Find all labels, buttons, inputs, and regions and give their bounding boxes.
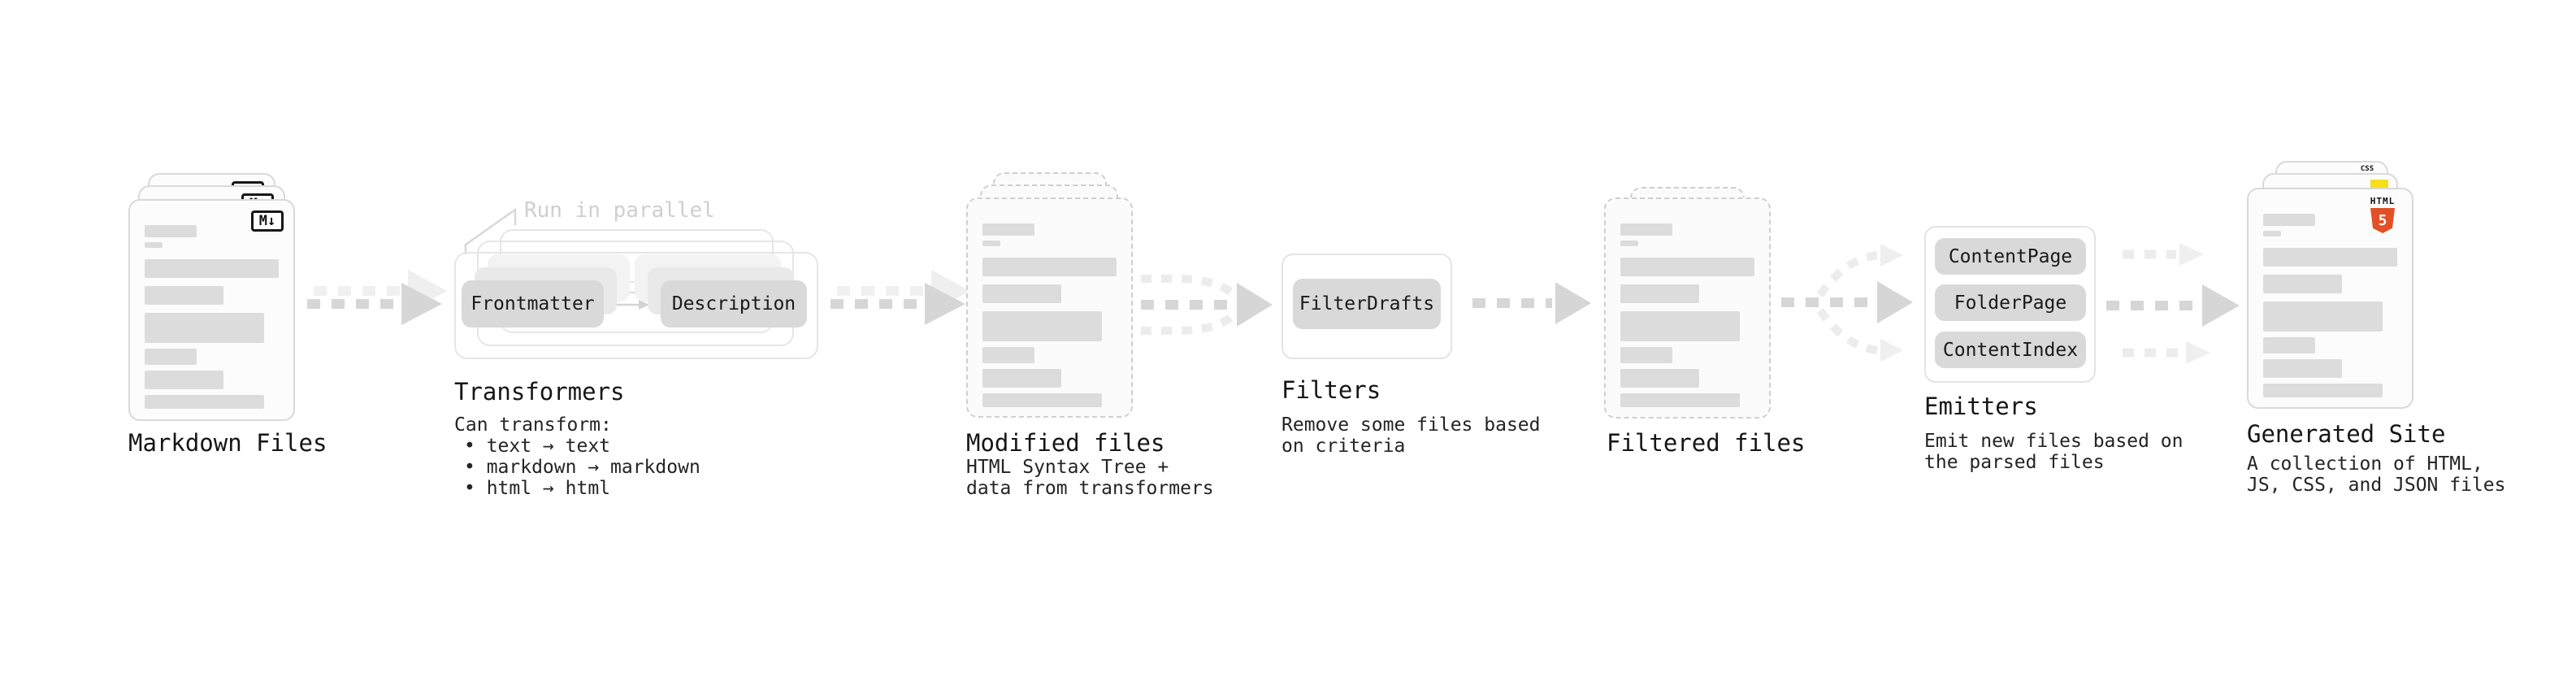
- description-line: data from transformers: [966, 478, 1214, 499]
- run-in-parallel-label: Run in parallel: [524, 198, 715, 223]
- filters-title: Filters: [1281, 376, 1381, 404]
- folderpage-pill: FolderPage: [1935, 284, 2086, 321]
- arrow-filtered-to-emitters-diverge: [1781, 244, 1913, 362]
- markdown-icon: M↓: [251, 210, 284, 232]
- html5-icon-number: 5: [2378, 212, 2387, 229]
- transformers-title: Transformers: [454, 378, 625, 406]
- arrow-transformers-to-modified: [830, 270, 970, 325]
- arrow-filters-to-filtered: [1472, 282, 1591, 324]
- filters-description: Remove some files based on criteria: [1281, 414, 1541, 457]
- html5-icon-word: HTML: [2370, 196, 2396, 206]
- file-content-placeholder: [145, 225, 279, 409]
- modified-file-card-front: [966, 197, 1133, 418]
- description-line: Remove some files based: [1281, 414, 1541, 436]
- filtered-file-card-front: [1604, 197, 1771, 419]
- description-line: • html → html: [464, 478, 611, 499]
- frontmatter-pill: Frontmatter: [462, 280, 604, 327]
- generated-site-description: A collection of HTML, JS, CSS, and JSON …: [2247, 453, 2506, 496]
- description-line: on criteria: [1281, 436, 1406, 457]
- contentindex-pill: ContentIndex: [1935, 332, 2086, 368]
- file-content-placeholder: [2263, 214, 2397, 397]
- modified-files-description: HTML Syntax Tree + data from transformer…: [966, 457, 1214, 499]
- run-in-parallel-leader-line: [464, 207, 517, 254]
- markdown-files-label: Markdown Files: [128, 429, 327, 457]
- description-line: A collection of HTML,: [2247, 453, 2483, 475]
- transformers-description: Can transform: • text → text • markdown …: [454, 414, 700, 499]
- generated-site-label: Generated Site: [2247, 420, 2446, 448]
- modified-files-label: Modified files: [966, 429, 1165, 457]
- description-line: JS, CSS, and JSON files: [2247, 475, 2506, 496]
- transformers-outline-front: [454, 252, 818, 359]
- description-line: the parsed files: [1924, 452, 2105, 473]
- description-pill: Description: [661, 280, 807, 327]
- markdown-file-card-front: M↓: [128, 199, 295, 421]
- description-line: • text → text: [464, 436, 611, 457]
- file-content-placeholder: [1620, 223, 1754, 407]
- html5-icon: HTML 5: [2363, 196, 2402, 233]
- contentpage-pill: ContentPage: [1935, 238, 2086, 275]
- description-line: HTML Syntax Tree +: [966, 457, 1169, 478]
- description-line: Emit new files based on: [1924, 431, 2184, 452]
- arrow-markdown-to-transformers: [307, 270, 447, 325]
- file-content-placeholder: [982, 223, 1117, 407]
- description-line: Can transform:: [454, 414, 612, 436]
- emitters-title: Emitters: [1924, 393, 2038, 420]
- emitters-description: Emit new files based on the parsed files: [1924, 431, 2184, 473]
- filterdrafts-pill: FilterDrafts: [1293, 279, 1441, 329]
- site-file-card-html: HTML 5: [2247, 188, 2413, 409]
- arrow-emitters-to-site: [2106, 243, 2240, 364]
- css-icon-label: CSS: [2360, 165, 2374, 173]
- description-line: • markdown → markdown: [464, 457, 700, 478]
- filtered-files-label: Filtered files: [1607, 429, 1806, 457]
- arrow-modified-to-filters-merge: [1141, 275, 1273, 335]
